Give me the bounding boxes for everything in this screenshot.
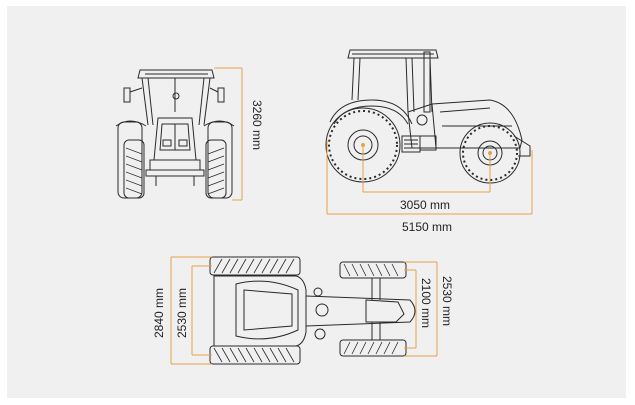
front-view-tractor xyxy=(115,69,235,199)
front-view-treads xyxy=(125,147,225,195)
front-track-outer-label: 2530 mm xyxy=(440,276,454,326)
top-view-treads xyxy=(213,258,399,363)
front-track-inner-label: 2100 mm xyxy=(419,278,433,328)
front-height-label: 3260 mm xyxy=(250,100,264,150)
front-track-dimensions xyxy=(404,261,438,357)
overall-length-dimension xyxy=(326,140,533,215)
wheel-center-marks xyxy=(361,143,492,155)
side-view-tractor xyxy=(325,49,531,184)
top-view-tractor xyxy=(209,256,416,365)
top-width-dimensions xyxy=(170,256,212,365)
front-height-dimension xyxy=(214,67,243,201)
rear-track-label: 2530 mm xyxy=(175,288,189,338)
diagram-panel xyxy=(7,6,626,398)
wheelbase-label: 3050 mm xyxy=(400,198,450,212)
side-view-treads xyxy=(328,110,518,181)
overall-length-label: 5150 mm xyxy=(402,220,452,234)
wheelbase-dimension xyxy=(362,145,491,193)
overall-width-label: 2840 mm xyxy=(152,288,166,338)
